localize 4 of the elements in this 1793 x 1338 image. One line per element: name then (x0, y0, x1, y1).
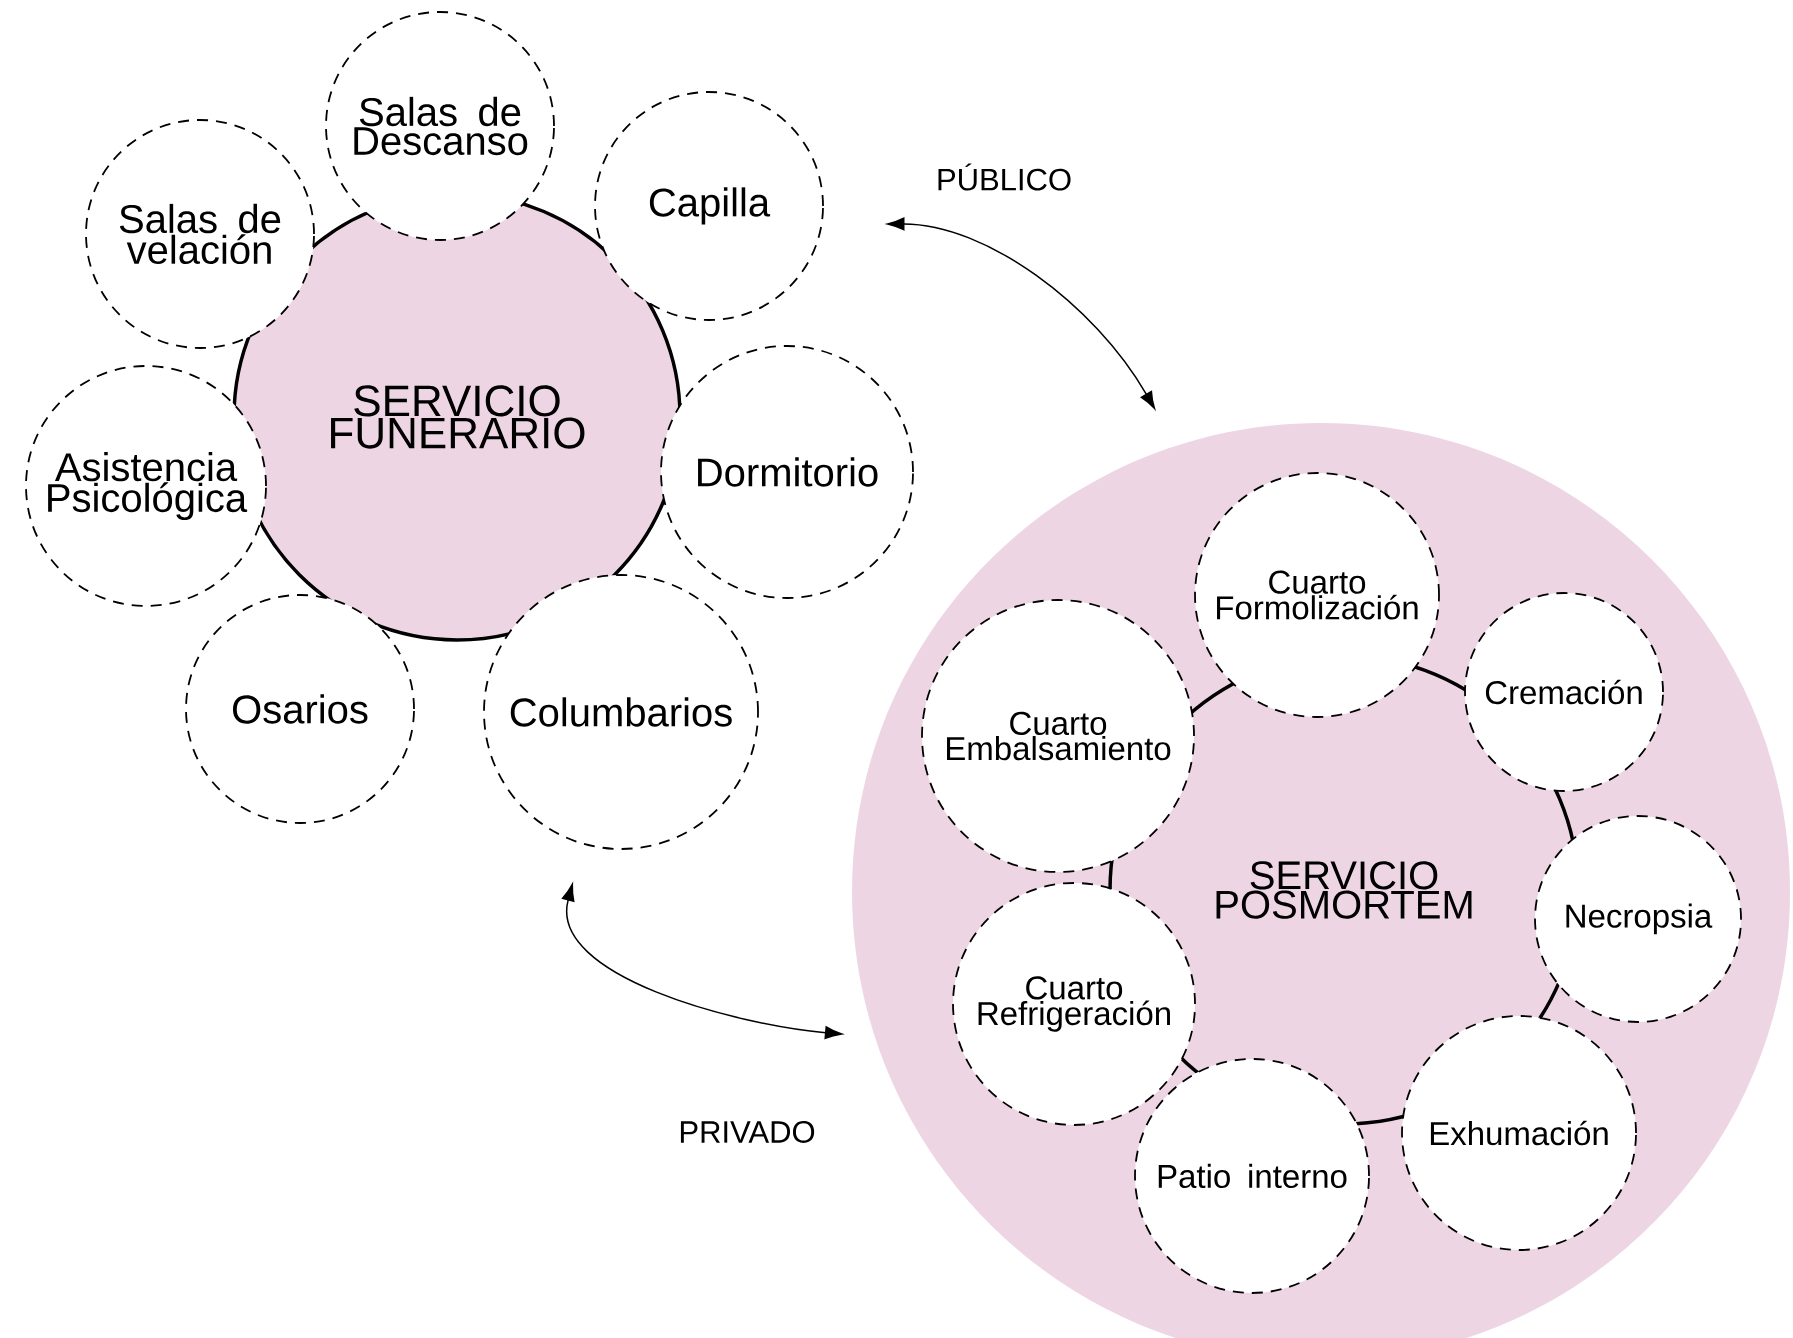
arrow (887, 217, 1156, 409)
edge-label: PRIVADO (680, 1121, 815, 1143)
arrow (561, 883, 843, 1040)
edge-label: PÚBLICO (938, 163, 1071, 191)
